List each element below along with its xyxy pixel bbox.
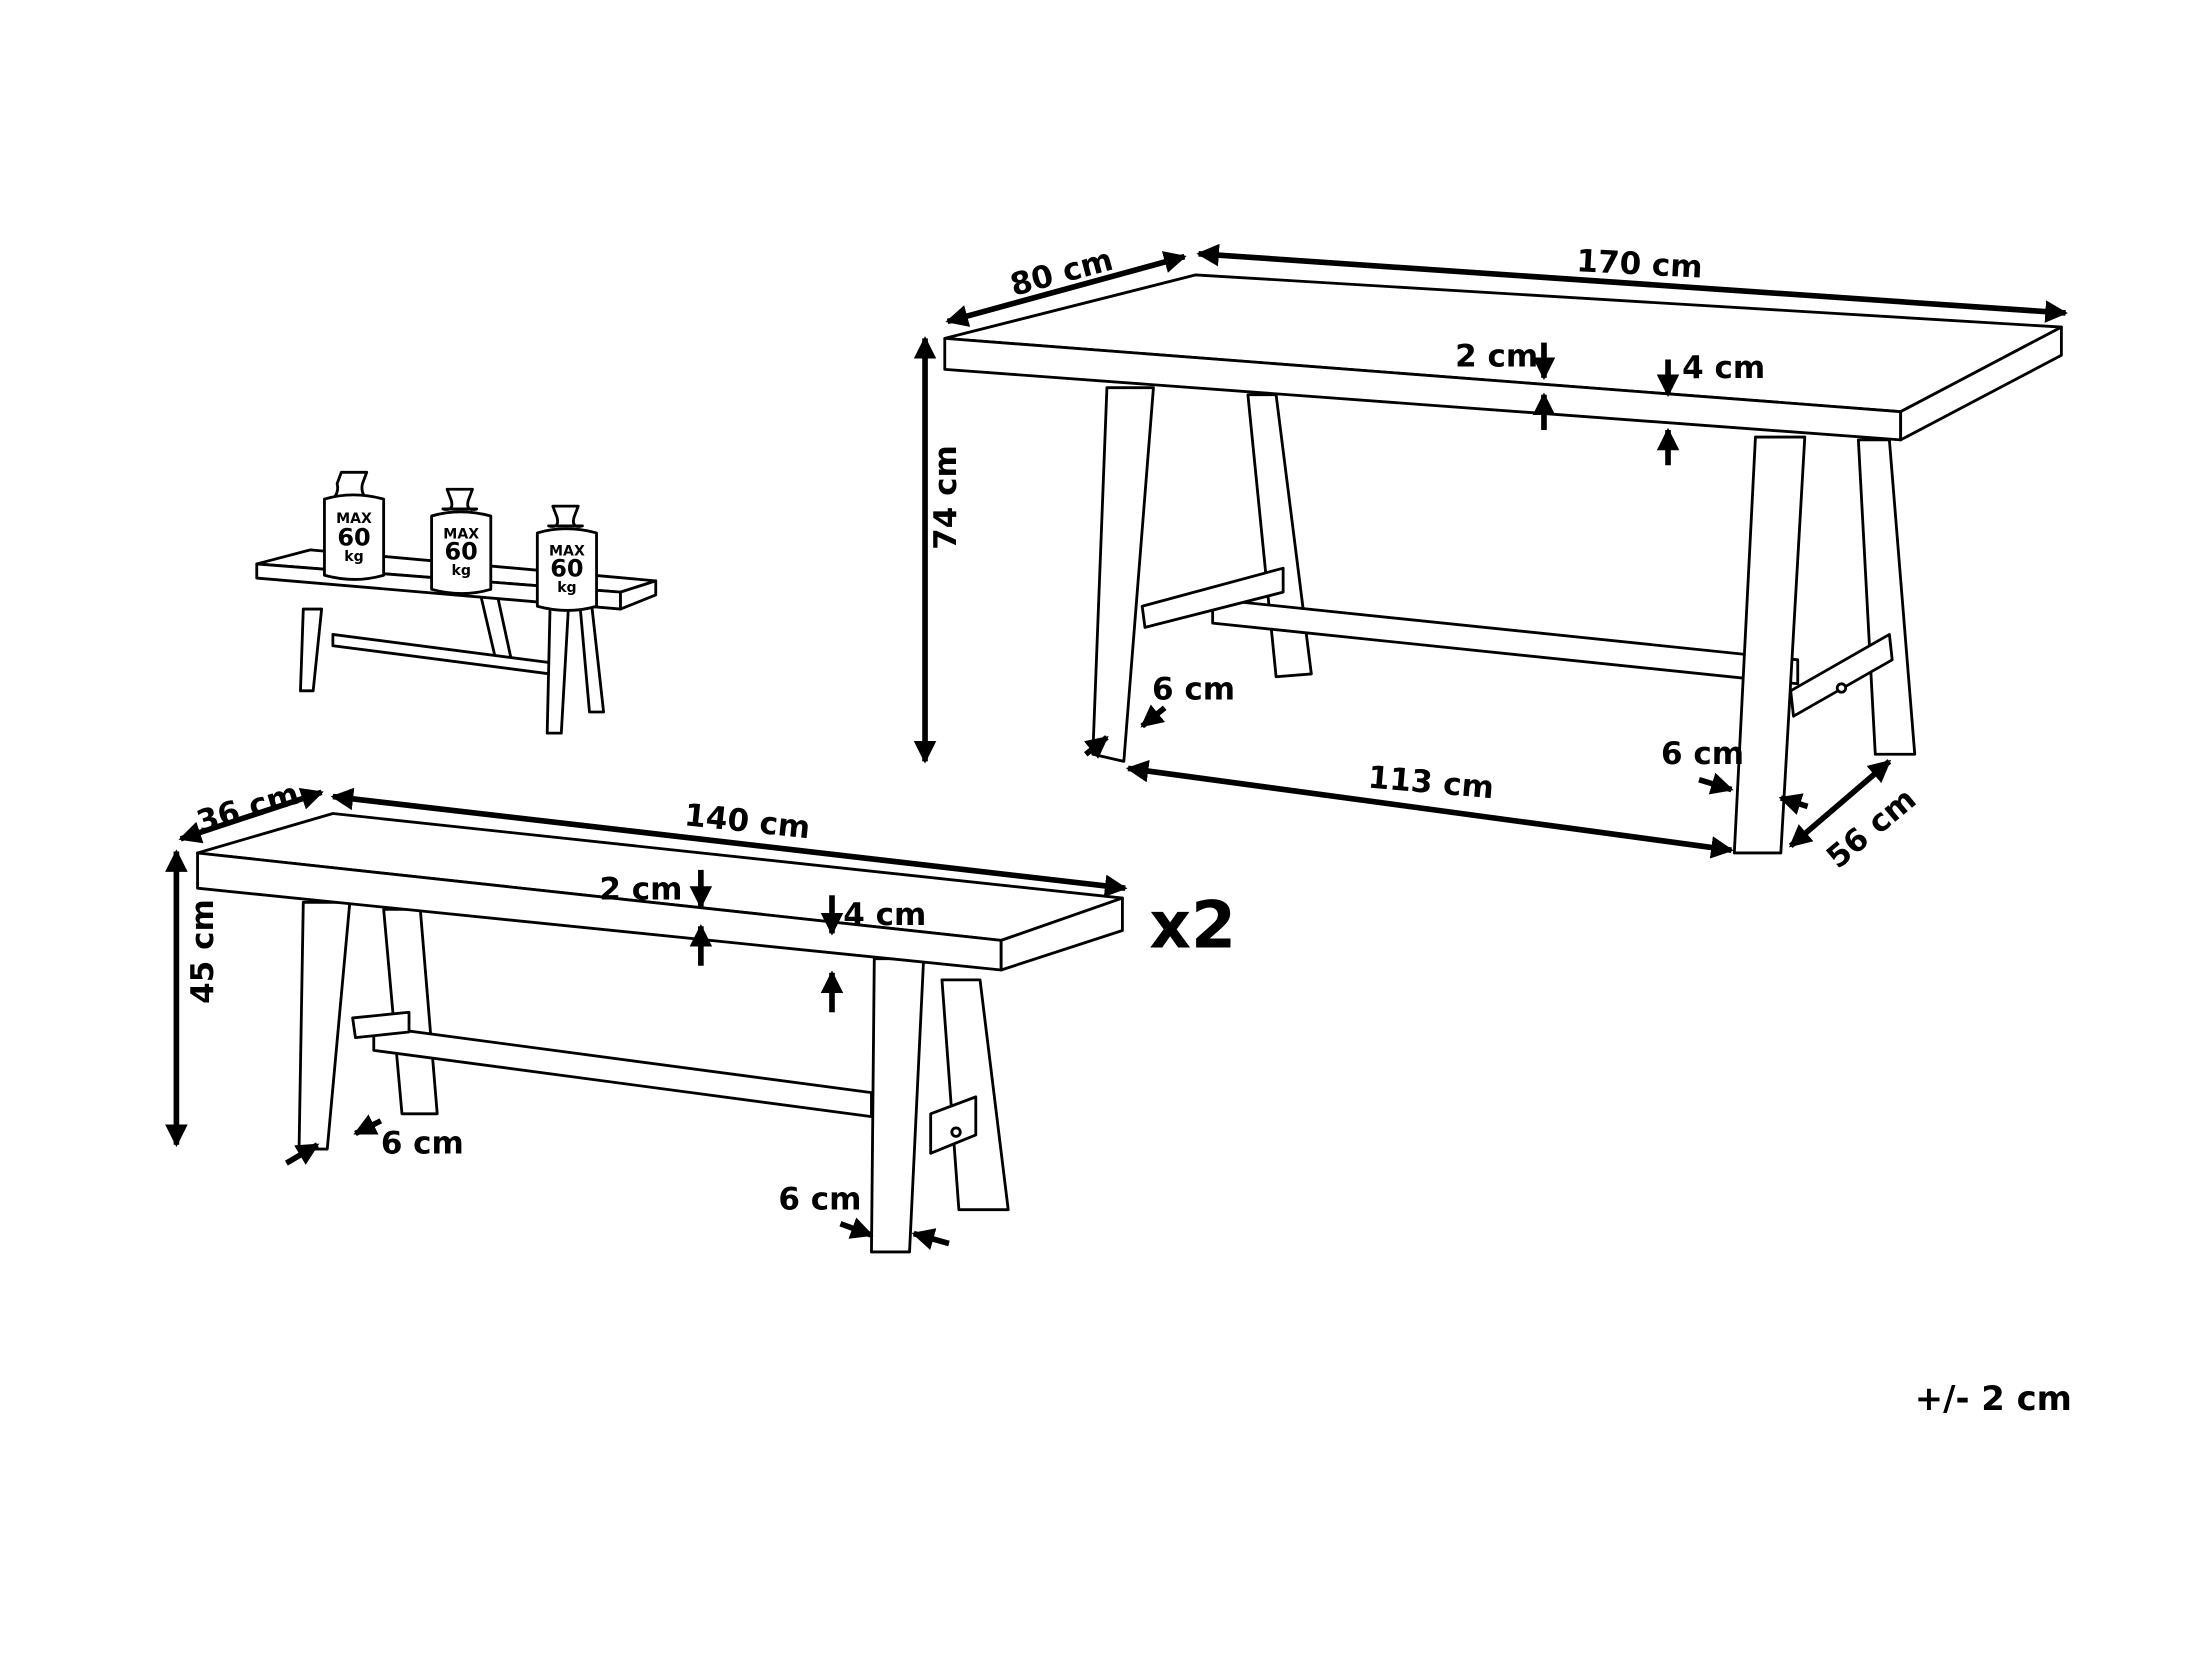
svg-text:kg: kg <box>451 563 470 579</box>
bench-load-drawing: MAX 60 kg MAX 60 kg MAX 60 kg <box>255 470 658 735</box>
bench-top-thick-label: 4 cm <box>843 897 926 933</box>
weight-icon: MAX 60 kg <box>323 470 386 581</box>
svg-text:MAX: MAX <box>549 543 585 559</box>
svg-text:60: 60 <box>337 524 370 552</box>
svg-text:MAX: MAX <box>443 527 479 543</box>
svg-text:60: 60 <box>445 538 478 566</box>
weight-icon: MAX 60 kg <box>430 487 493 595</box>
svg-text:kg: kg <box>344 549 363 565</box>
table-top-thin-label: 2 cm <box>1455 339 1538 375</box>
table-depth-label: 80 cm <box>1006 242 1116 304</box>
table-length-label: 170 cm <box>1576 243 1704 286</box>
svg-text:kg: kg <box>557 580 576 596</box>
weight-icon: MAX 60 kg <box>535 504 598 612</box>
table-leg-right-label: 6 cm <box>1661 736 1744 772</box>
bench-leg-right-label: 6 cm <box>778 1182 861 1218</box>
svg-text:60: 60 <box>550 555 583 583</box>
table-foot-depth-label: 56 cm <box>1820 781 1923 876</box>
bench-height-label: 45 cm <box>185 899 221 1004</box>
table-height-label: 74 cm <box>928 445 964 550</box>
table-leg-left-label: 6 cm <box>1152 671 1235 707</box>
bench-leg-left-label: 6 cm <box>381 1125 464 1161</box>
table-top-thick-label: 4 cm <box>1682 350 1765 386</box>
table-leg-span-label: 113 cm <box>1367 760 1496 807</box>
bench-top-thin-label: 2 cm <box>599 871 682 907</box>
tolerance-label: +/- 2 cm <box>1915 1379 2072 1418</box>
svg-text:MAX: MAX <box>336 511 372 527</box>
bench-quantity-label: x2 <box>1149 888 1236 963</box>
